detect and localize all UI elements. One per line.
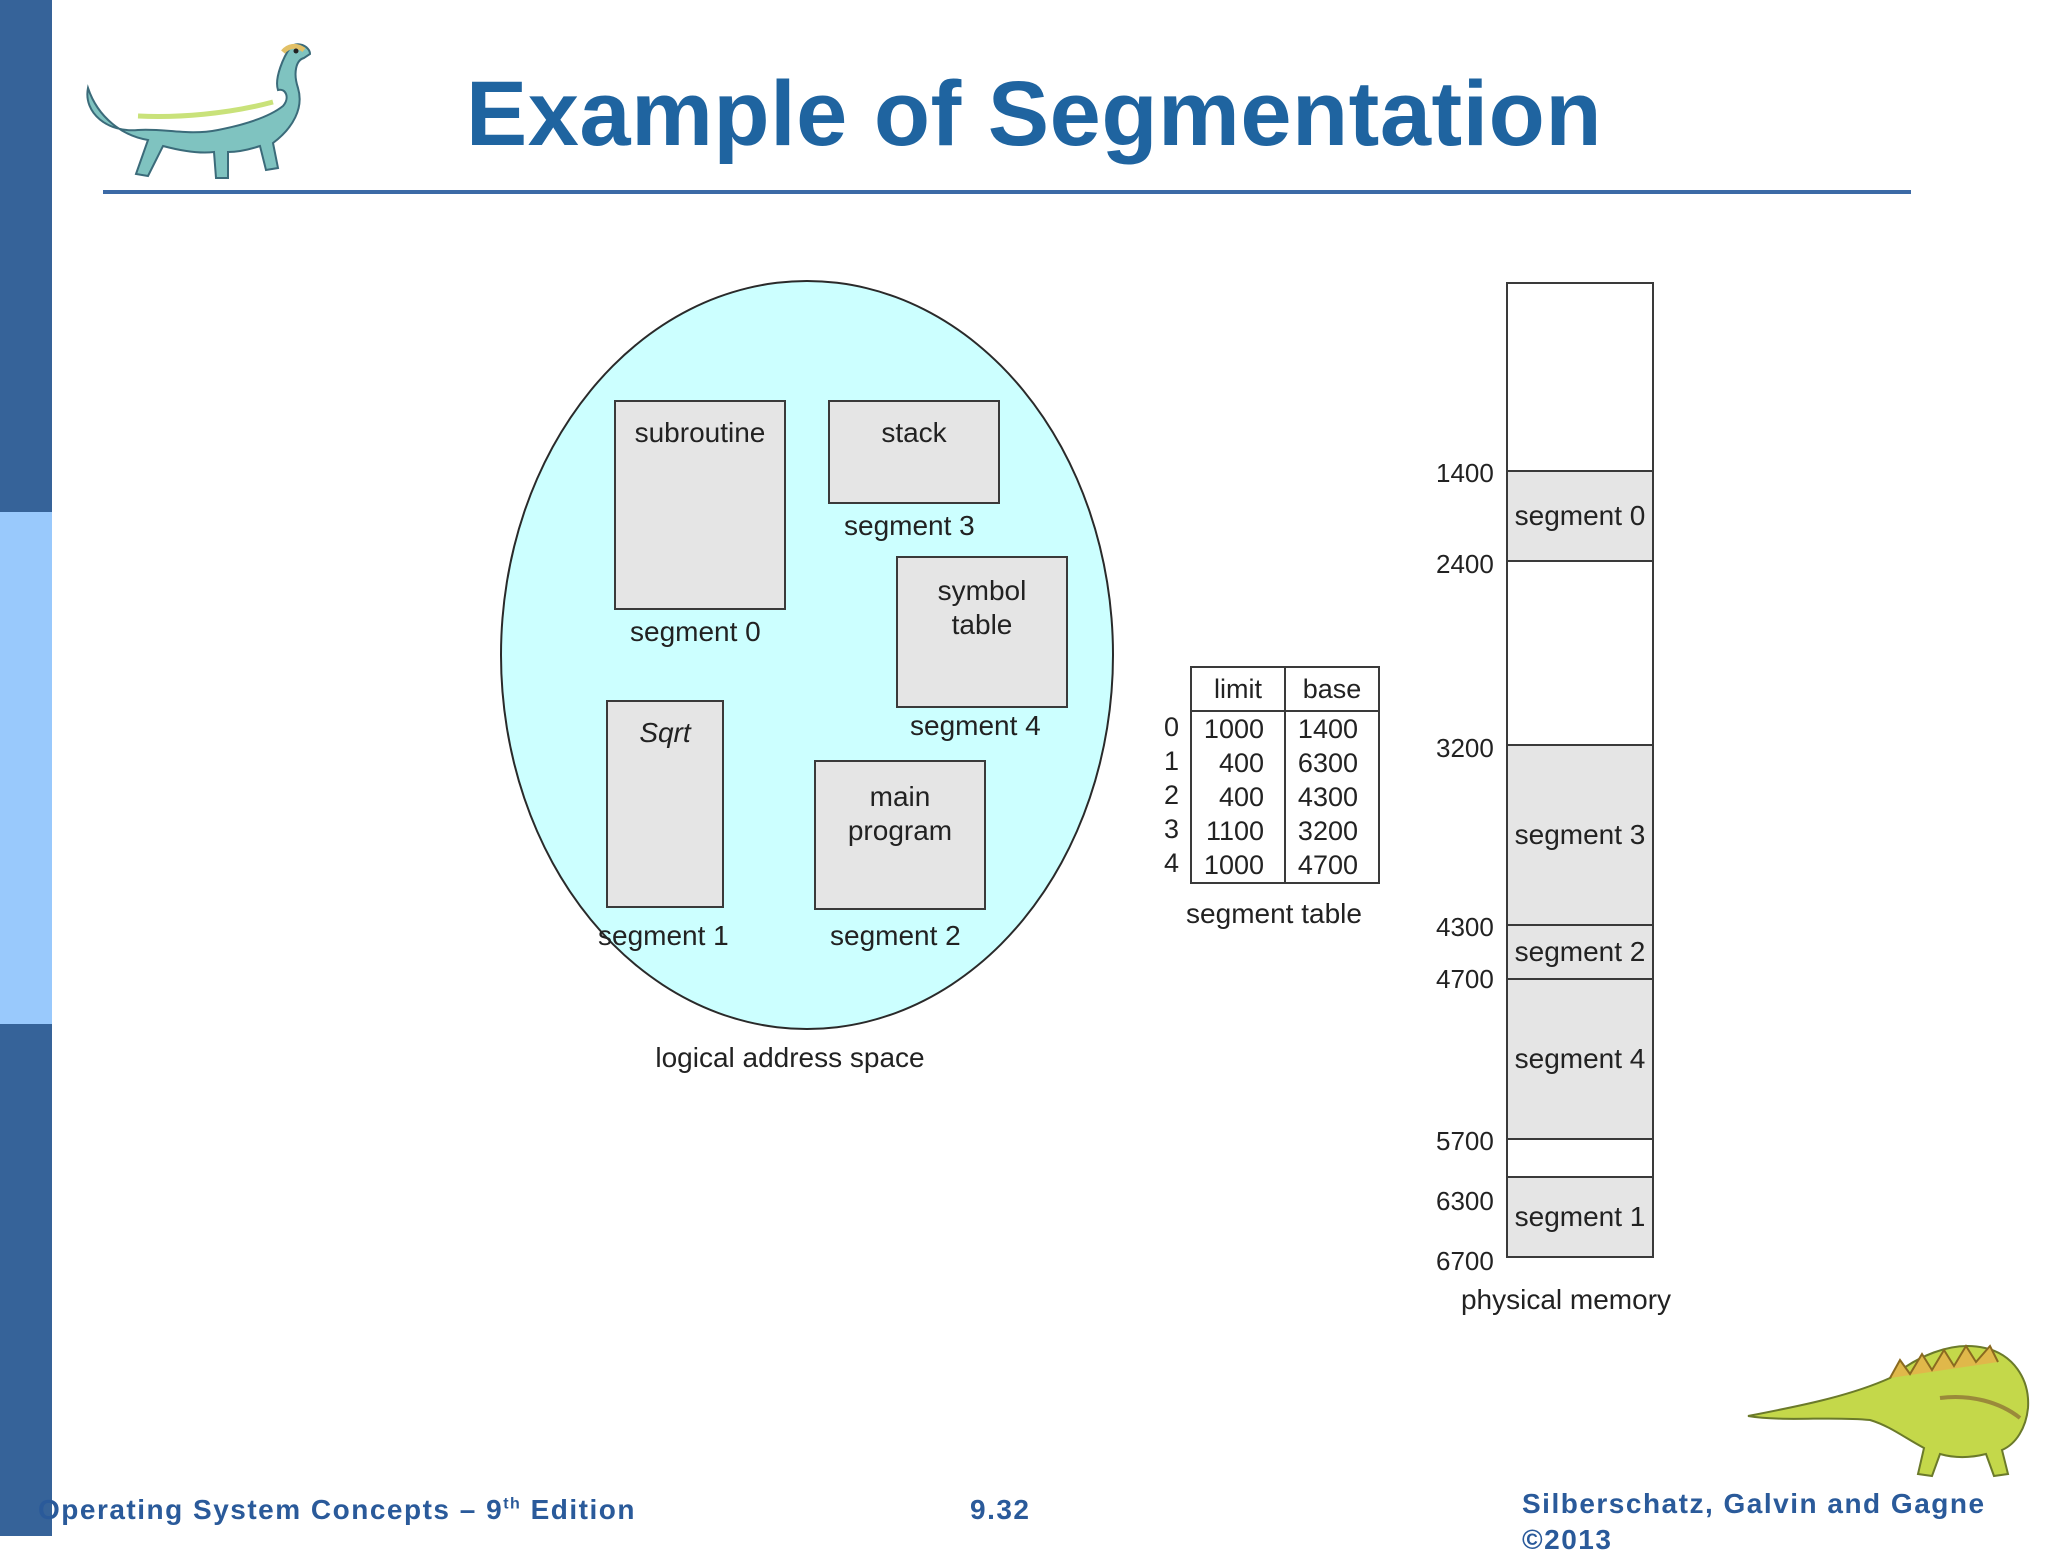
segment-3-caption: segment 3 [844, 510, 975, 541]
row-index-4: 4 [1164, 848, 1180, 878]
memory-segment-0: segment 0 [1506, 470, 1654, 562]
limit-cell: 1100 [1190, 814, 1286, 848]
memory-segment-1: segment 1 [1506, 1176, 1654, 1258]
sqrt-box: Sqrt [606, 700, 724, 908]
base-header: base [1284, 666, 1380, 712]
row-index-2: 2 [1164, 780, 1180, 810]
subroutine-box: subroutine [614, 400, 786, 610]
address-5700: 5700 [1436, 1126, 1494, 1156]
address-1400: 1400 [1436, 458, 1494, 488]
symbol-table-box: symbol table [896, 556, 1068, 708]
memory-segment-1-label: segment 1 [1514, 1201, 1646, 1232]
table-row: 1100 3200 [1190, 814, 1380, 848]
segment-2-caption: segment 2 [830, 920, 961, 951]
footer-page-number: 9.32 [970, 1494, 1031, 1525]
main-program-label-line2: program [847, 815, 953, 846]
table-row: 400 6300 [1190, 746, 1380, 780]
symbol-table-label-line1: symbol [937, 575, 1027, 606]
stack-box: stack [828, 400, 1000, 504]
accent-bar-bottom [0, 1024, 52, 1536]
memory-segment-0-label: segment 0 [1514, 500, 1646, 531]
accent-bar-middle [0, 512, 52, 1024]
memory-segment-3: segment 3 [1506, 744, 1654, 926]
row-index-3: 3 [1164, 814, 1180, 844]
logical-address-space-caption: logical address space [655, 1042, 925, 1073]
footer-book-title-prefix: Operating System Concepts – 9 [38, 1494, 504, 1525]
base-cell: 4300 [1284, 780, 1380, 814]
table-row: 1000 4700 [1190, 848, 1380, 884]
limit-header: limit [1190, 666, 1286, 712]
memory-free-small [1506, 1138, 1654, 1178]
segment-table: limit base 1000 1400 400 6300 400 4300 1… [1190, 666, 1380, 884]
memory-segment-3-label: segment 3 [1514, 819, 1646, 850]
footer-authors: Silberschatz, Galvin and Gagne ©2013 [1522, 1488, 1986, 1555]
footer-book-title: Operating System Concepts – 9th Edition [38, 1494, 636, 1526]
base-cell: 1400 [1284, 711, 1380, 746]
title-rule [103, 190, 1911, 194]
stack-label: stack [881, 417, 947, 448]
footer-book-title-sup: th [503, 1495, 522, 1513]
address-6700: 6700 [1436, 1246, 1494, 1276]
row-index-0: 0 [1164, 712, 1180, 742]
segment-0-caption: segment 0 [630, 616, 761, 647]
address-4700: 4700 [1436, 964, 1494, 994]
accent-bar-top [0, 0, 52, 512]
limit-cell: 1000 [1190, 711, 1286, 746]
table-row: 1000 1400 [1190, 711, 1380, 746]
segment-1-caption: segment 1 [598, 920, 729, 951]
memory-segment-2-label: segment 2 [1514, 936, 1646, 967]
slide-title: Example of Segmentation [465, 63, 1603, 165]
table-row: 400 4300 [1190, 780, 1380, 814]
dinosaur-logo-bottom [1747, 1344, 2030, 1478]
limit-cell: 400 [1190, 746, 1286, 780]
memory-free-gap [1506, 560, 1654, 746]
segment-table-caption: segment table [1186, 898, 1362, 929]
memory-segment-4-label: segment 4 [1514, 1043, 1646, 1074]
address-2400: 2400 [1436, 549, 1494, 579]
memory-free-top [1506, 282, 1654, 472]
row-index-1: 1 [1164, 746, 1180, 776]
dinosaur-logo-top [86, 43, 312, 179]
address-6300: 6300 [1436, 1186, 1494, 1216]
subroutine-label: subroutine [634, 417, 766, 448]
limit-cell: 400 [1190, 780, 1286, 814]
base-cell: 3200 [1284, 814, 1380, 848]
address-3200: 3200 [1436, 733, 1494, 763]
base-cell: 4700 [1284, 848, 1380, 884]
main-program-label-line1: main [869, 781, 931, 812]
base-cell: 6300 [1284, 746, 1380, 780]
main-program-box: main program [814, 760, 986, 910]
limit-cell: 1000 [1190, 848, 1286, 884]
physical-memory-caption: physical memory [1460, 1284, 1672, 1315]
memory-segment-4: segment 4 [1506, 978, 1654, 1140]
segment-4-caption: segment 4 [910, 710, 1041, 741]
address-4300: 4300 [1436, 912, 1494, 942]
memory-segment-2: segment 2 [1506, 924, 1654, 980]
sqrt-label: Sqrt [639, 717, 691, 748]
symbol-table-label-line2: table [951, 609, 1013, 640]
footer-book-title-suffix: Edition [521, 1494, 636, 1525]
